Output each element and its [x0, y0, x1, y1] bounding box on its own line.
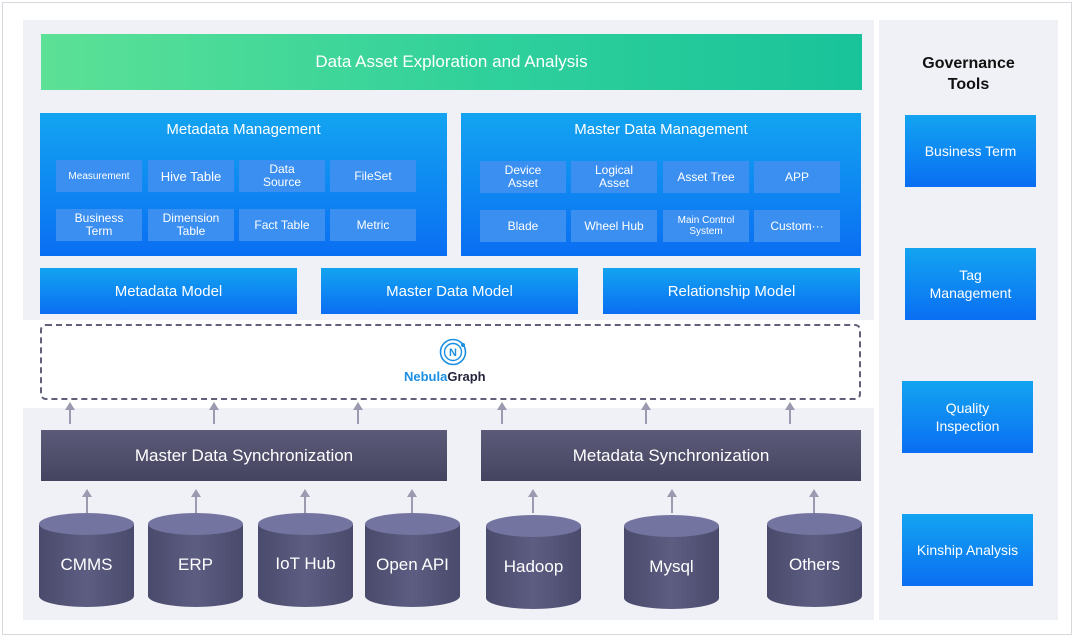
metadata-management-title: Metadata Management [166, 121, 321, 138]
database-icon [39, 513, 134, 607]
datasource-open-api: Open API [365, 513, 460, 607]
tool-tag-management: Tag Management [905, 248, 1036, 320]
chip-hive-table: Hive Table [148, 160, 234, 192]
master-data-management-group: Master Data Management Device Asset Logi… [461, 113, 861, 256]
arrow-up-icon [640, 402, 652, 424]
datasource-others: Others [767, 513, 862, 607]
arrow-up-icon [352, 402, 364, 424]
chip-main-control-system: Main Control System [663, 210, 749, 242]
chip-business-term: Business Term [56, 209, 142, 241]
datasource-label: IoT Hub [275, 554, 336, 573]
chip-measurement: Measurement [56, 160, 142, 192]
database-icon [767, 513, 862, 607]
chip-dimension-table: Dimension Table [148, 209, 234, 241]
chip-metric: Metric [330, 209, 416, 241]
metadata-model-box: Metadata Model [40, 268, 297, 314]
database-icon [258, 513, 353, 607]
arrow-up-icon [808, 489, 820, 513]
governance-tools-title: Governance Tools [922, 55, 1015, 93]
chip-data-source: Data Source [239, 160, 325, 192]
arrow-up-icon [64, 402, 76, 424]
tool-business-term: Business Term [905, 115, 1036, 187]
datasource-label: Hadoop [503, 557, 564, 576]
database-icon [148, 513, 243, 607]
chip-fact-table: Fact Table [239, 209, 325, 241]
nebulagraph-wordmark-part2: Graph [447, 369, 486, 384]
nebulagraph-logo-letter: N [449, 347, 457, 359]
arrow-up-icon [496, 402, 508, 424]
chip-custom: Custom··· [754, 210, 840, 242]
datasource-iot-hub: IoT Hub [258, 513, 353, 607]
chip-asset-tree: Asset Tree [663, 161, 749, 193]
arrow-up-icon [406, 489, 418, 513]
datasource-cmms: CMMS [39, 513, 134, 607]
chip-wheel-hub: Wheel Hub [571, 210, 657, 242]
nebulagraph-wordmark: NebulaGraph [404, 369, 486, 384]
master-data-model-box: Master Data Model [321, 268, 578, 314]
chip-device-asset: Device Asset [480, 161, 566, 193]
arrow-up-icon [81, 489, 93, 513]
datasource-mysql: Mysql [624, 515, 719, 609]
relationship-model-box: Relationship Model [603, 268, 860, 314]
master-data-management-title: Master Data Management [574, 121, 748, 138]
arrow-up-icon [299, 489, 311, 513]
arrow-up-icon [190, 489, 202, 513]
arrow-up-icon [527, 489, 539, 513]
nebulagraph-logo-icon: N [439, 338, 467, 366]
nebulagraph-wordmark-part1: Nebula [404, 369, 448, 384]
chip-blade: Blade [480, 210, 566, 242]
arrow-up-icon [208, 402, 220, 424]
datasource-label: Open API [376, 555, 449, 574]
nebulagraph-box [40, 324, 861, 400]
arrow-up-icon [784, 402, 796, 424]
master-data-sync-box: Master Data Synchronization [41, 430, 447, 481]
database-icon [624, 515, 719, 609]
datasource-label: Others [788, 555, 841, 574]
metadata-sync-box: Metadata Synchronization [481, 430, 861, 481]
database-icon [365, 513, 460, 607]
datasource-label: CMMS [60, 555, 113, 574]
exploration-banner: Data Asset Exploration and Analysis [41, 34, 862, 90]
datasource-label: ERP [178, 555, 213, 574]
datasource-hadoop: Hadoop [486, 515, 581, 609]
metadata-management-group: Metadata Management Measurement Hive Tab… [40, 113, 447, 256]
chip-logical-asset: Logical Asset [571, 161, 657, 193]
tool-kinship-analysis: Kinship Analysis [902, 514, 1033, 586]
database-icon [486, 515, 581, 609]
tool-quality-inspection: Quality Inspection [902, 381, 1033, 453]
arrow-up-icon [666, 489, 678, 513]
datasource-label: Mysql [649, 557, 694, 576]
datasource-erp: ERP [148, 513, 243, 607]
chip-app: APP [754, 161, 840, 193]
chip-fileset: FileSet [330, 160, 416, 192]
